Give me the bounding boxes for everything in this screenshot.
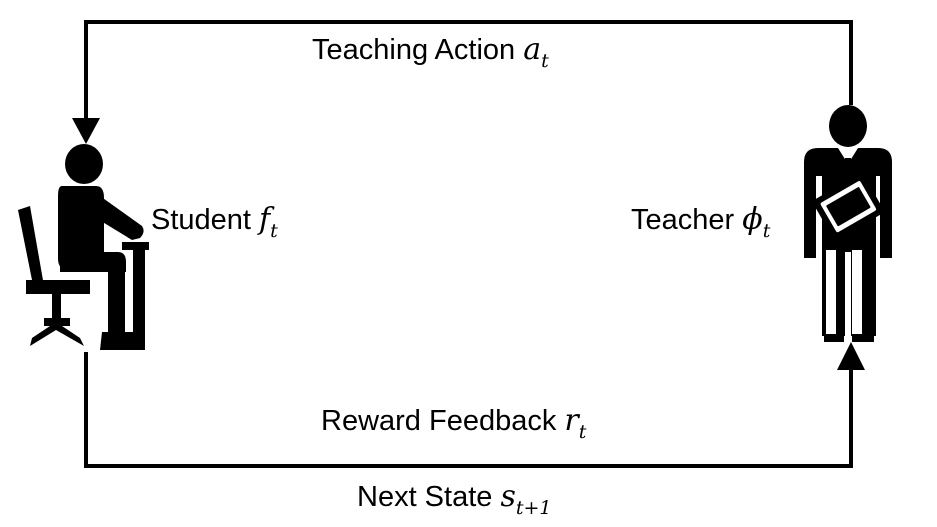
feedback-connector (84, 352, 853, 468)
next-state-symbol: s (500, 479, 516, 514)
next-state-label: Next State st+1 (357, 482, 552, 518)
reward-feedback-text: Reward Feedback (321, 405, 557, 437)
teacher-symbol: ϕ (742, 202, 763, 237)
teacher-text: Teacher (631, 204, 735, 236)
reward-feedback-subscript: t (578, 421, 587, 443)
teaching-action-connector (84, 20, 853, 122)
next-state-text: Next State (357, 481, 493, 513)
teacher-label: Teacher ϕt (631, 205, 770, 241)
next-state-subscript: t+1 (515, 497, 552, 519)
teacher-subscript: t (762, 220, 771, 242)
reward-feedback-symbol: r (564, 403, 579, 438)
student-subscript: t (270, 220, 278, 242)
teacher-with-clipboard-icon (804, 105, 892, 342)
student-label: Student ft (151, 205, 278, 241)
reward-feedback-label: Reward Feedback rt (321, 406, 586, 442)
teaching-action-text: Teaching Action (312, 34, 516, 66)
student-text: Student (151, 204, 251, 236)
student-at-desk-icon (18, 144, 149, 350)
student-symbol: f (259, 202, 271, 237)
feedback-arrowhead (837, 342, 865, 370)
teaching-action-subscript: t (541, 50, 549, 72)
teaching-action-arrowhead (72, 118, 100, 144)
teaching-action-symbol: a (523, 32, 542, 67)
teaching-action-label: Teaching Action at (312, 35, 549, 71)
